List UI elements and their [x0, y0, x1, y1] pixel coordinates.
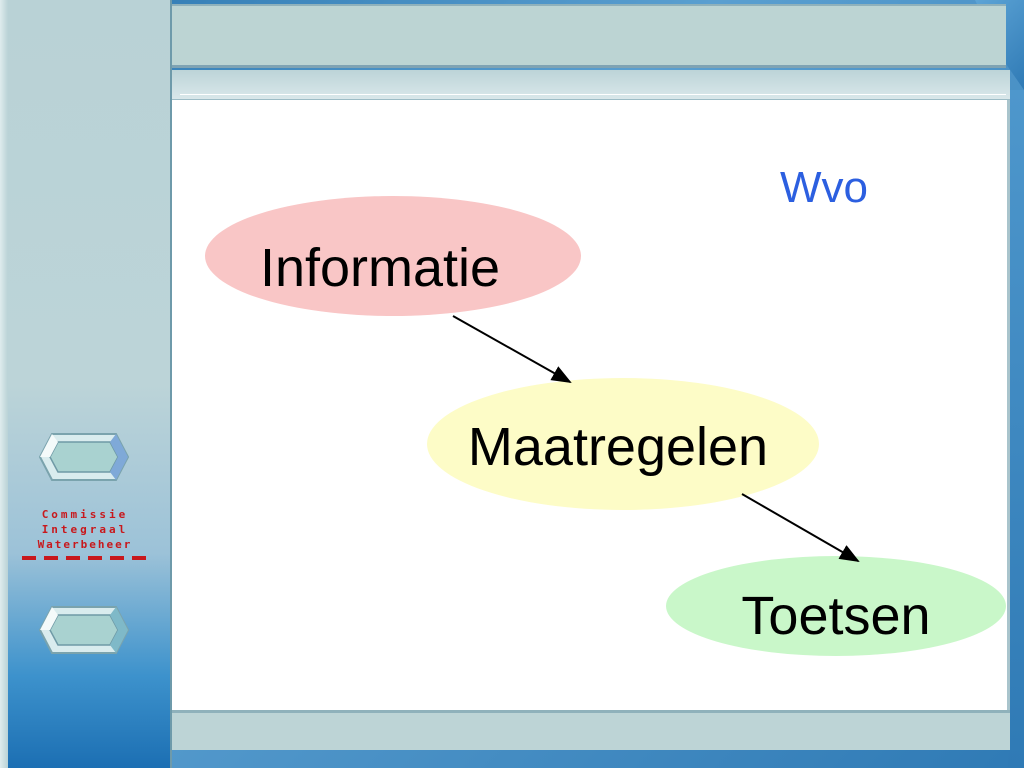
gem-icon [38, 433, 130, 481]
logo-line-1: Commissie [41, 508, 129, 521]
top-bar [172, 4, 1006, 68]
node-informatie-label: Informatie [260, 238, 500, 298]
node-toetsen-label: Toetsen [741, 586, 930, 646]
header-band [172, 70, 1010, 100]
header-band-line [180, 94, 1006, 95]
frame-right-edge [1008, 90, 1024, 768]
node-maatregelen-ellipse [427, 378, 819, 510]
edge-maatregelen-toetsen [741, 493, 860, 563]
slide-title: Wvo [780, 163, 868, 212]
node-informatie-ellipse [205, 196, 581, 316]
sidebar: Commissie Integraal Waterbeheer [0, 0, 172, 768]
logo-dashes [22, 556, 148, 560]
edge-informatie-maatregelen [452, 315, 572, 383]
logo-line-2: Integraal [41, 523, 129, 536]
gem-icon [38, 606, 130, 654]
node-toetsen-ellipse [666, 556, 1006, 656]
node-maatregelen-label: Maatregelen [468, 417, 768, 477]
sidebar-edge [0, 0, 8, 768]
bottom-bar [172, 710, 1010, 750]
logo-line-3: Waterbeheer [37, 538, 133, 551]
